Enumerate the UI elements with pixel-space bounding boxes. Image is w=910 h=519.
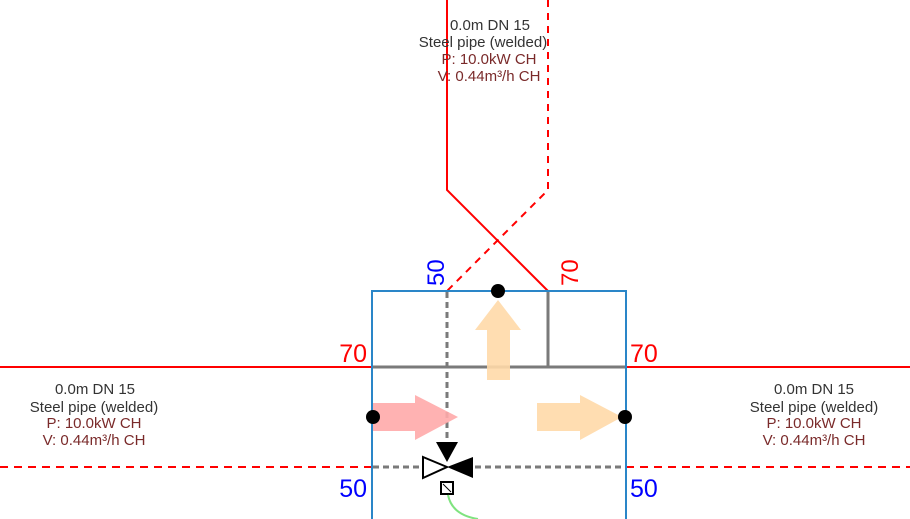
pipe-label-left[interactable]: 0.0m DN 15 Steel pipe (welded) P: 10.0kW… bbox=[30, 381, 158, 449]
temp-label-left-supply: 70 bbox=[339, 340, 367, 368]
pipe-volume: V: 0.44m³/h CH bbox=[43, 432, 146, 449]
flow-arrow-orange-right-icon bbox=[537, 395, 622, 440]
connection-point-left[interactable] bbox=[366, 410, 380, 424]
connection-point-right[interactable] bbox=[618, 410, 632, 424]
pipe-volume: V: 0.44m³/h CH bbox=[438, 68, 541, 85]
pipe-material: Steel pipe (welded) bbox=[30, 399, 158, 416]
pipe-power: P: 10.0kW CH bbox=[441, 51, 536, 68]
temp-label-right-return: 50 bbox=[630, 475, 658, 503]
pipe-power: P: 10.0kW CH bbox=[766, 415, 861, 432]
pipe-length-dn: 0.0m DN 15 bbox=[774, 381, 854, 398]
pipe-label-top[interactable]: 0.0m DN 15 Steel pipe (welded) P: 10.0kW… bbox=[419, 17, 547, 85]
pipe-material: Steel pipe (welded) bbox=[419, 34, 547, 51]
flow-arrow-up-icon bbox=[475, 300, 521, 380]
pipe-supply-top[interactable] bbox=[446, 0, 549, 292]
pipe-volume: V: 0.44m³/h CH bbox=[763, 432, 866, 449]
three-way-valve-icon[interactable] bbox=[422, 442, 473, 495]
temp-label-top-supply: 70 bbox=[557, 259, 584, 286]
pipe-length-dn: 0.0m DN 15 bbox=[450, 17, 530, 34]
flow-arrow-red-right-icon bbox=[373, 395, 458, 440]
temp-label-top-return: 50 bbox=[423, 259, 450, 286]
temp-label-right-supply: 70 bbox=[630, 340, 658, 368]
pipe-power: P: 10.0kW CH bbox=[46, 415, 141, 432]
connection-point-top[interactable] bbox=[491, 284, 505, 298]
pipe-length-dn: 0.0m DN 15 bbox=[55, 381, 135, 398]
signal-line bbox=[447, 494, 479, 519]
pipe-label-right[interactable]: 0.0m DN 15 Steel pipe (welded) P: 10.0kW… bbox=[750, 381, 878, 449]
pipe-material: Steel pipe (welded) bbox=[750, 399, 878, 416]
temp-label-left-return: 50 bbox=[339, 475, 367, 503]
